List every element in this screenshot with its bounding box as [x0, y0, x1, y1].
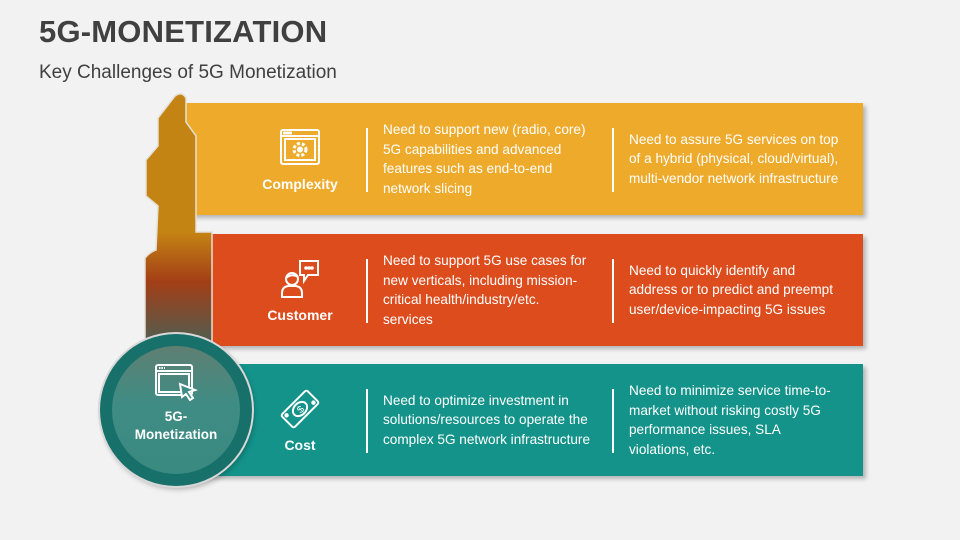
category-label: Complexity: [262, 176, 338, 192]
page-subtitle: Key Challenges of 5G Monetization: [39, 62, 337, 83]
challenge-text: Need to assure 5G services on top of a h…: [629, 131, 839, 186]
hub-inner: 5G- Monetization: [112, 346, 240, 474]
person-chat-icon: [278, 257, 322, 301]
divider: [612, 259, 614, 323]
hub-circle: 5G- Monetization: [100, 334, 252, 486]
row-cost: $ Cost Need to optimize investment in so…: [186, 364, 863, 476]
divider: [366, 259, 368, 323]
divider: [612, 128, 614, 192]
hub-label: 5G- Monetization: [134, 409, 218, 442]
row-complexity: Complexity Need to support new (radio, c…: [186, 103, 863, 215]
category-label: Cost: [284, 437, 316, 453]
challenge-text: Need to support 5G use cases for new ver…: [383, 253, 587, 327]
divider: [366, 389, 368, 453]
category-complexity: Complexity: [186, 103, 414, 215]
category-label: Customer: [267, 307, 333, 323]
challenge-text: Need to minimize service time-to-market …: [629, 383, 831, 457]
divider: [612, 389, 614, 453]
page-title: 5G-MONETIZATION: [39, 14, 328, 49]
browser-cursor-icon: [153, 362, 199, 402]
category-customer: Customer: [186, 234, 414, 346]
challenge-text: Need to optimize investment in solutions…: [383, 392, 591, 447]
category-cost: $ Cost: [186, 364, 414, 476]
challenge-text: Need to support new (radio, core) 5G cap…: [383, 122, 586, 196]
divider: [366, 128, 368, 192]
challenge-text: Need to quickly identify and address or …: [629, 262, 834, 317]
money-bill-icon: $: [278, 387, 322, 431]
browser-gear-icon: [278, 126, 322, 170]
row-customer: Customer Need to support 5G use cases fo…: [186, 234, 863, 346]
